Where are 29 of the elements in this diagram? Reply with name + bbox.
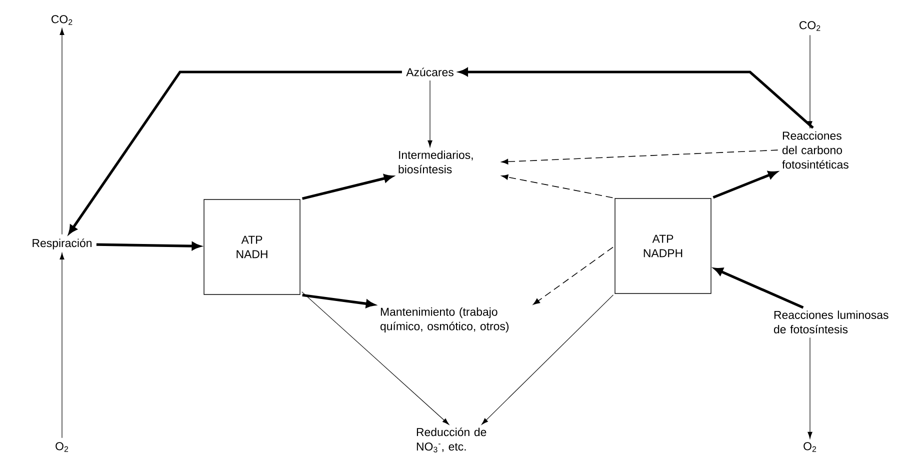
arrow: [302, 294, 375, 308]
text-label: Reacciones del carbono fotosintéticas: [782, 131, 848, 169]
arrow: [501, 150, 778, 164]
arrow: [68, 70, 402, 234]
text-label: Reacciones luminosas de fotosíntesis: [774, 310, 888, 334]
arrow: [712, 171, 777, 199]
text-label: Azúcares: [406, 68, 454, 76]
process-box: ATP NADPH: [614, 198, 712, 294]
text-label: O$_{2}$: [56, 442, 68, 452]
text-label: Respiración: [32, 238, 92, 250]
text-label: Intermediarios, biosíntesis: [398, 150, 473, 174]
arrow: [60, 252, 64, 438]
arrow: [808, 34, 812, 128]
arrow: [60, 28, 64, 235]
text-label: O$_{2}$: [804, 442, 816, 452]
text-label: CO$_{2}$: [800, 21, 820, 31]
text-label: CO$_{2}$: [52, 15, 72, 25]
arrow: [808, 337, 812, 439]
arrow: [428, 80, 432, 148]
text-label: Mantenimiento (trabajo químico, osmótico, otros): [380, 307, 509, 333]
arrow: [714, 268, 804, 309]
arrow: [302, 174, 393, 200]
arrow: [482, 294, 614, 425]
arrow: [302, 292, 450, 425]
arrow: [459, 68, 814, 129]
arrow: [533, 246, 614, 305]
arrow: [501, 174, 614, 198]
process-box: ATP NADH: [204, 199, 300, 295]
text-label: Reducción de NO$_{3}$$^{-}$, etc.: [416, 428, 486, 452]
